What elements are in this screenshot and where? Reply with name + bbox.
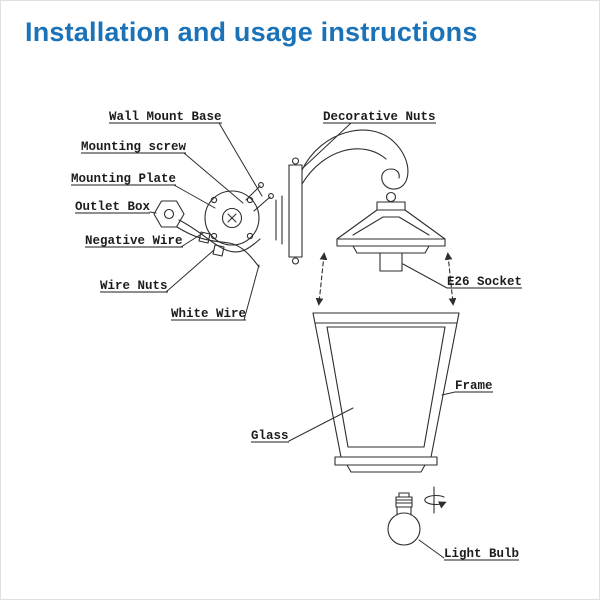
leader-decorative-nuts bbox=[303, 122, 352, 168]
bulb-glass-shape bbox=[387, 512, 421, 546]
assembly-guide-dashed-right bbox=[444, 252, 457, 306]
collar-shape bbox=[352, 245, 430, 254]
label-negative-wire: Negative Wire bbox=[85, 234, 183, 248]
outlet-box-shape bbox=[153, 200, 185, 228]
scroll-arm-shape bbox=[301, 129, 409, 190]
label-mounting-screw: Mounting screw bbox=[81, 140, 187, 154]
label-light-bulb: Light Bulb bbox=[444, 547, 519, 561]
base-band-shape bbox=[334, 456, 438, 466]
roof-inner-line bbox=[352, 216, 430, 236]
leader-frame bbox=[441, 391, 456, 396]
label-glass: Glass bbox=[251, 429, 289, 443]
decorative-nut-icon bbox=[291, 157, 300, 165]
decorative-nut-icon bbox=[291, 257, 300, 265]
mounting-screw-shape bbox=[245, 182, 274, 212]
part-labels: Wall Mount Base Mounting screw Mounting … bbox=[71, 110, 522, 561]
mounting-plate-shape bbox=[204, 190, 260, 246]
light-bulb-drawing bbox=[387, 486, 447, 546]
plate-hole bbox=[210, 196, 218, 204]
assembly-guide-dashed-left bbox=[315, 252, 328, 306]
plate-hole bbox=[246, 232, 254, 240]
leader-wire-nuts bbox=[165, 249, 215, 293]
base-lip-shape bbox=[346, 464, 426, 473]
label-e26-socket: E26 Socket bbox=[447, 275, 522, 289]
leader-mounting-plate bbox=[173, 184, 216, 209]
plate-hole bbox=[210, 232, 218, 240]
wire-nut-icon bbox=[198, 231, 211, 244]
leader-glass bbox=[288, 407, 354, 442]
leader-light-bulb bbox=[418, 539, 445, 559]
leader-e26-socket bbox=[402, 263, 448, 289]
hub-cross bbox=[227, 213, 237, 223]
bulb-screw-base-shape bbox=[395, 496, 413, 508]
frame-shape bbox=[312, 312, 460, 458]
leader-negative-wire bbox=[180, 232, 204, 248]
wall-mount-base-shape bbox=[288, 164, 303, 258]
leader-lines bbox=[149, 122, 456, 559]
plate-hole bbox=[246, 196, 254, 204]
finial-shape bbox=[385, 191, 397, 203]
leader-outlet-box bbox=[149, 211, 157, 214]
label-outlet-box: Outlet Box bbox=[75, 200, 151, 214]
label-wire-nuts: Wire Nuts bbox=[100, 279, 168, 293]
wire-nut-icon bbox=[212, 244, 225, 257]
rotation-arrow-icon bbox=[424, 494, 447, 509]
label-wall-mount-base: Wall Mount Base bbox=[109, 110, 222, 124]
label-decorative-nuts: Decorative Nuts bbox=[323, 110, 436, 124]
bulb-tip-shape bbox=[398, 492, 410, 498]
mounting-plate-hub bbox=[221, 207, 243, 229]
leader-white-wire bbox=[243, 264, 260, 321]
label-frame: Frame bbox=[455, 379, 493, 393]
page-title: Installation and usage instructions bbox=[25, 17, 478, 47]
white-wire-shape bbox=[176, 226, 260, 268]
eave-band-shape bbox=[336, 238, 446, 247]
label-mounting-plate: Mounting Plate bbox=[71, 172, 176, 186]
outlet-box-hole bbox=[163, 208, 175, 220]
lantern-drawing bbox=[288, 129, 460, 473]
leader-mounting-screw bbox=[183, 152, 244, 204]
mounting-assembly-drawing bbox=[153, 182, 283, 268]
scroll-arm-inner-line bbox=[301, 148, 387, 185]
e26-socket-shape bbox=[379, 252, 403, 272]
negative-wire-shape bbox=[178, 219, 261, 253]
leader-wall-mount-base bbox=[218, 122, 263, 197]
roof-cap-shape bbox=[376, 201, 406, 211]
label-white-wire: White Wire bbox=[171, 307, 246, 321]
glass-shape bbox=[326, 326, 446, 448]
